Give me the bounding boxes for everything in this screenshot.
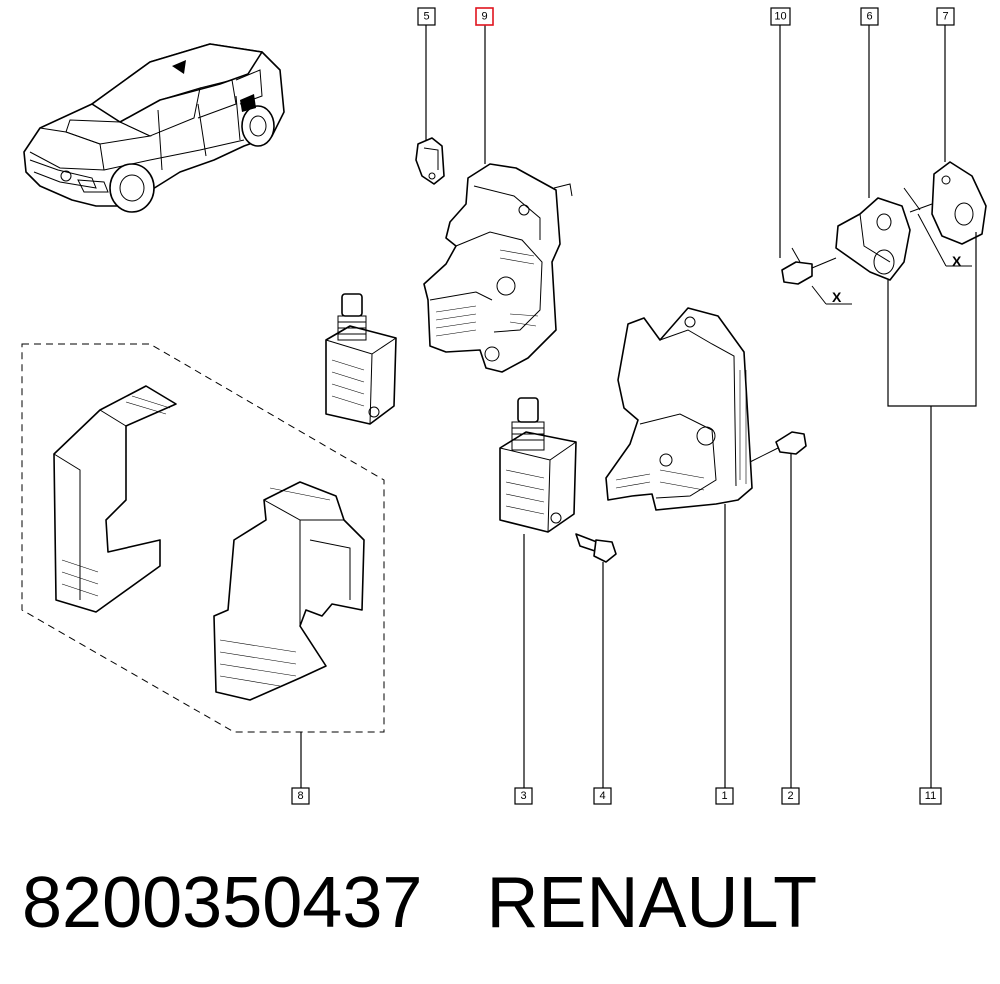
footer-caption: 8200350437 RENAULT	[22, 858, 982, 948]
svg-text:1: 1	[721, 790, 727, 802]
callout-4[interactable]: 4	[593, 787, 612, 805]
callout-2[interactable]: 2	[781, 787, 800, 805]
part-number: 8200350437	[22, 863, 423, 943]
callout-8[interactable]: 8	[291, 787, 310, 805]
car-illustration	[23, 43, 285, 213]
part-1-main-lock	[605, 307, 753, 511]
actuator-upper	[325, 293, 397, 425]
svg-text:11: 11	[925, 790, 936, 802]
callout-11[interactable]: 11	[919, 787, 942, 805]
part-9-lock-mechanism	[423, 163, 573, 373]
callout-3[interactable]: 3	[514, 787, 533, 805]
svg-text:2: 2	[787, 790, 793, 802]
callout-6[interactable]: 6	[860, 7, 879, 26]
part-10-screw: X	[781, 247, 852, 305]
svg-text:4: 4	[599, 790, 605, 802]
svg-text:5: 5	[423, 11, 429, 23]
svg-text:8: 8	[297, 790, 303, 802]
callout-9-selected[interactable]: 9	[475, 7, 494, 26]
part-7-plate: X	[903, 161, 987, 269]
leader-lines	[300, 25, 977, 788]
callout-10[interactable]: 10	[770, 7, 791, 26]
svg-text:3: 3	[520, 790, 526, 802]
svg-text:6: 6	[866, 11, 872, 23]
callout-1[interactable]: 1	[715, 787, 734, 805]
part-5-clip	[415, 137, 445, 185]
brand-name: RENAULT	[486, 863, 818, 943]
svg-text:10: 10	[774, 11, 786, 23]
callout-5[interactable]: 5	[417, 7, 436, 26]
part-6-striker	[835, 197, 911, 281]
x-marker-1: X	[832, 289, 842, 305]
callout-7[interactable]: 7	[936, 7, 955, 26]
x-marker-2: X	[952, 253, 962, 269]
part-8-kit	[21, 343, 385, 733]
part-3-actuator	[499, 397, 577, 533]
part-2-screw	[749, 431, 807, 463]
part-4-bolt	[575, 533, 617, 563]
svg-text:7: 7	[942, 11, 948, 23]
svg-text:9: 9	[481, 11, 487, 23]
